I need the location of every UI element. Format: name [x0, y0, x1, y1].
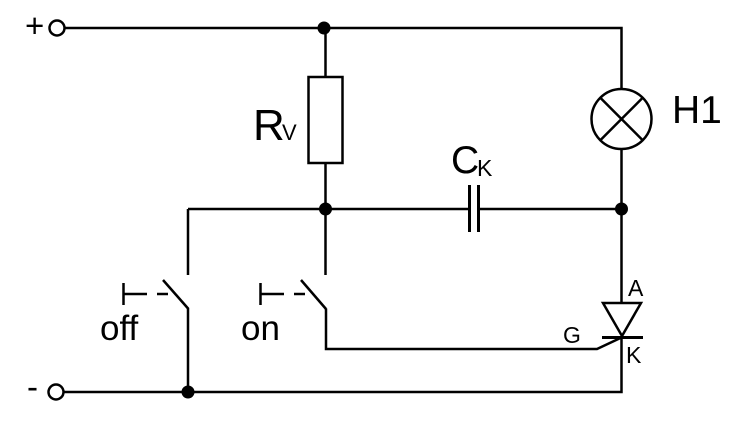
thyristor-gate-label: G: [563, 322, 581, 348]
junction-dot-mid-left: [319, 202, 332, 216]
positive-terminal-label: +: [25, 7, 44, 44]
junction-dot-bottom-rail: [181, 385, 195, 399]
negative-terminal-label: -: [27, 368, 38, 405]
junction-dot-top-rail: [317, 21, 331, 35]
junction-dot-mid-right: [615, 202, 628, 216]
thyristor-anode-label: A: [628, 275, 644, 301]
positive-terminal-circle: [48, 19, 66, 37]
off-switch-blade: [162, 279, 190, 310]
bottom-rail-wire: [64, 337, 623, 394]
thyristor-triangle: [600, 301, 644, 339]
resistor-label: R: [253, 101, 285, 150]
on-button-label: on: [241, 309, 280, 348]
resistor-body: [307, 75, 344, 165]
on-switch-blade: [300, 279, 327, 310]
lamp-cross-line-2: [599, 96, 644, 142]
negative-terminal-circle: [47, 383, 65, 401]
resistor-label-subscript: V: [282, 120, 297, 145]
thyristor-symbol: [600, 209, 644, 339]
off-button-label: off: [100, 309, 139, 348]
thyristor-cathode-label: K: [626, 342, 642, 368]
capacitor-label-subscript: K: [477, 155, 493, 181]
off-button-symbol: [122, 209, 190, 392]
gate-wire: [324, 308, 623, 351]
lamp-H1-symbol: [590, 87, 653, 209]
capacitor-label: C: [451, 139, 479, 182]
resistor-RV-symbol: [307, 28, 344, 209]
capacitor-CK-symbol: [468, 185, 480, 232]
on-button-symbol: [259, 209, 623, 351]
lamp-label: H1: [672, 89, 722, 132]
top-rail-wire: [65, 26, 623, 89]
